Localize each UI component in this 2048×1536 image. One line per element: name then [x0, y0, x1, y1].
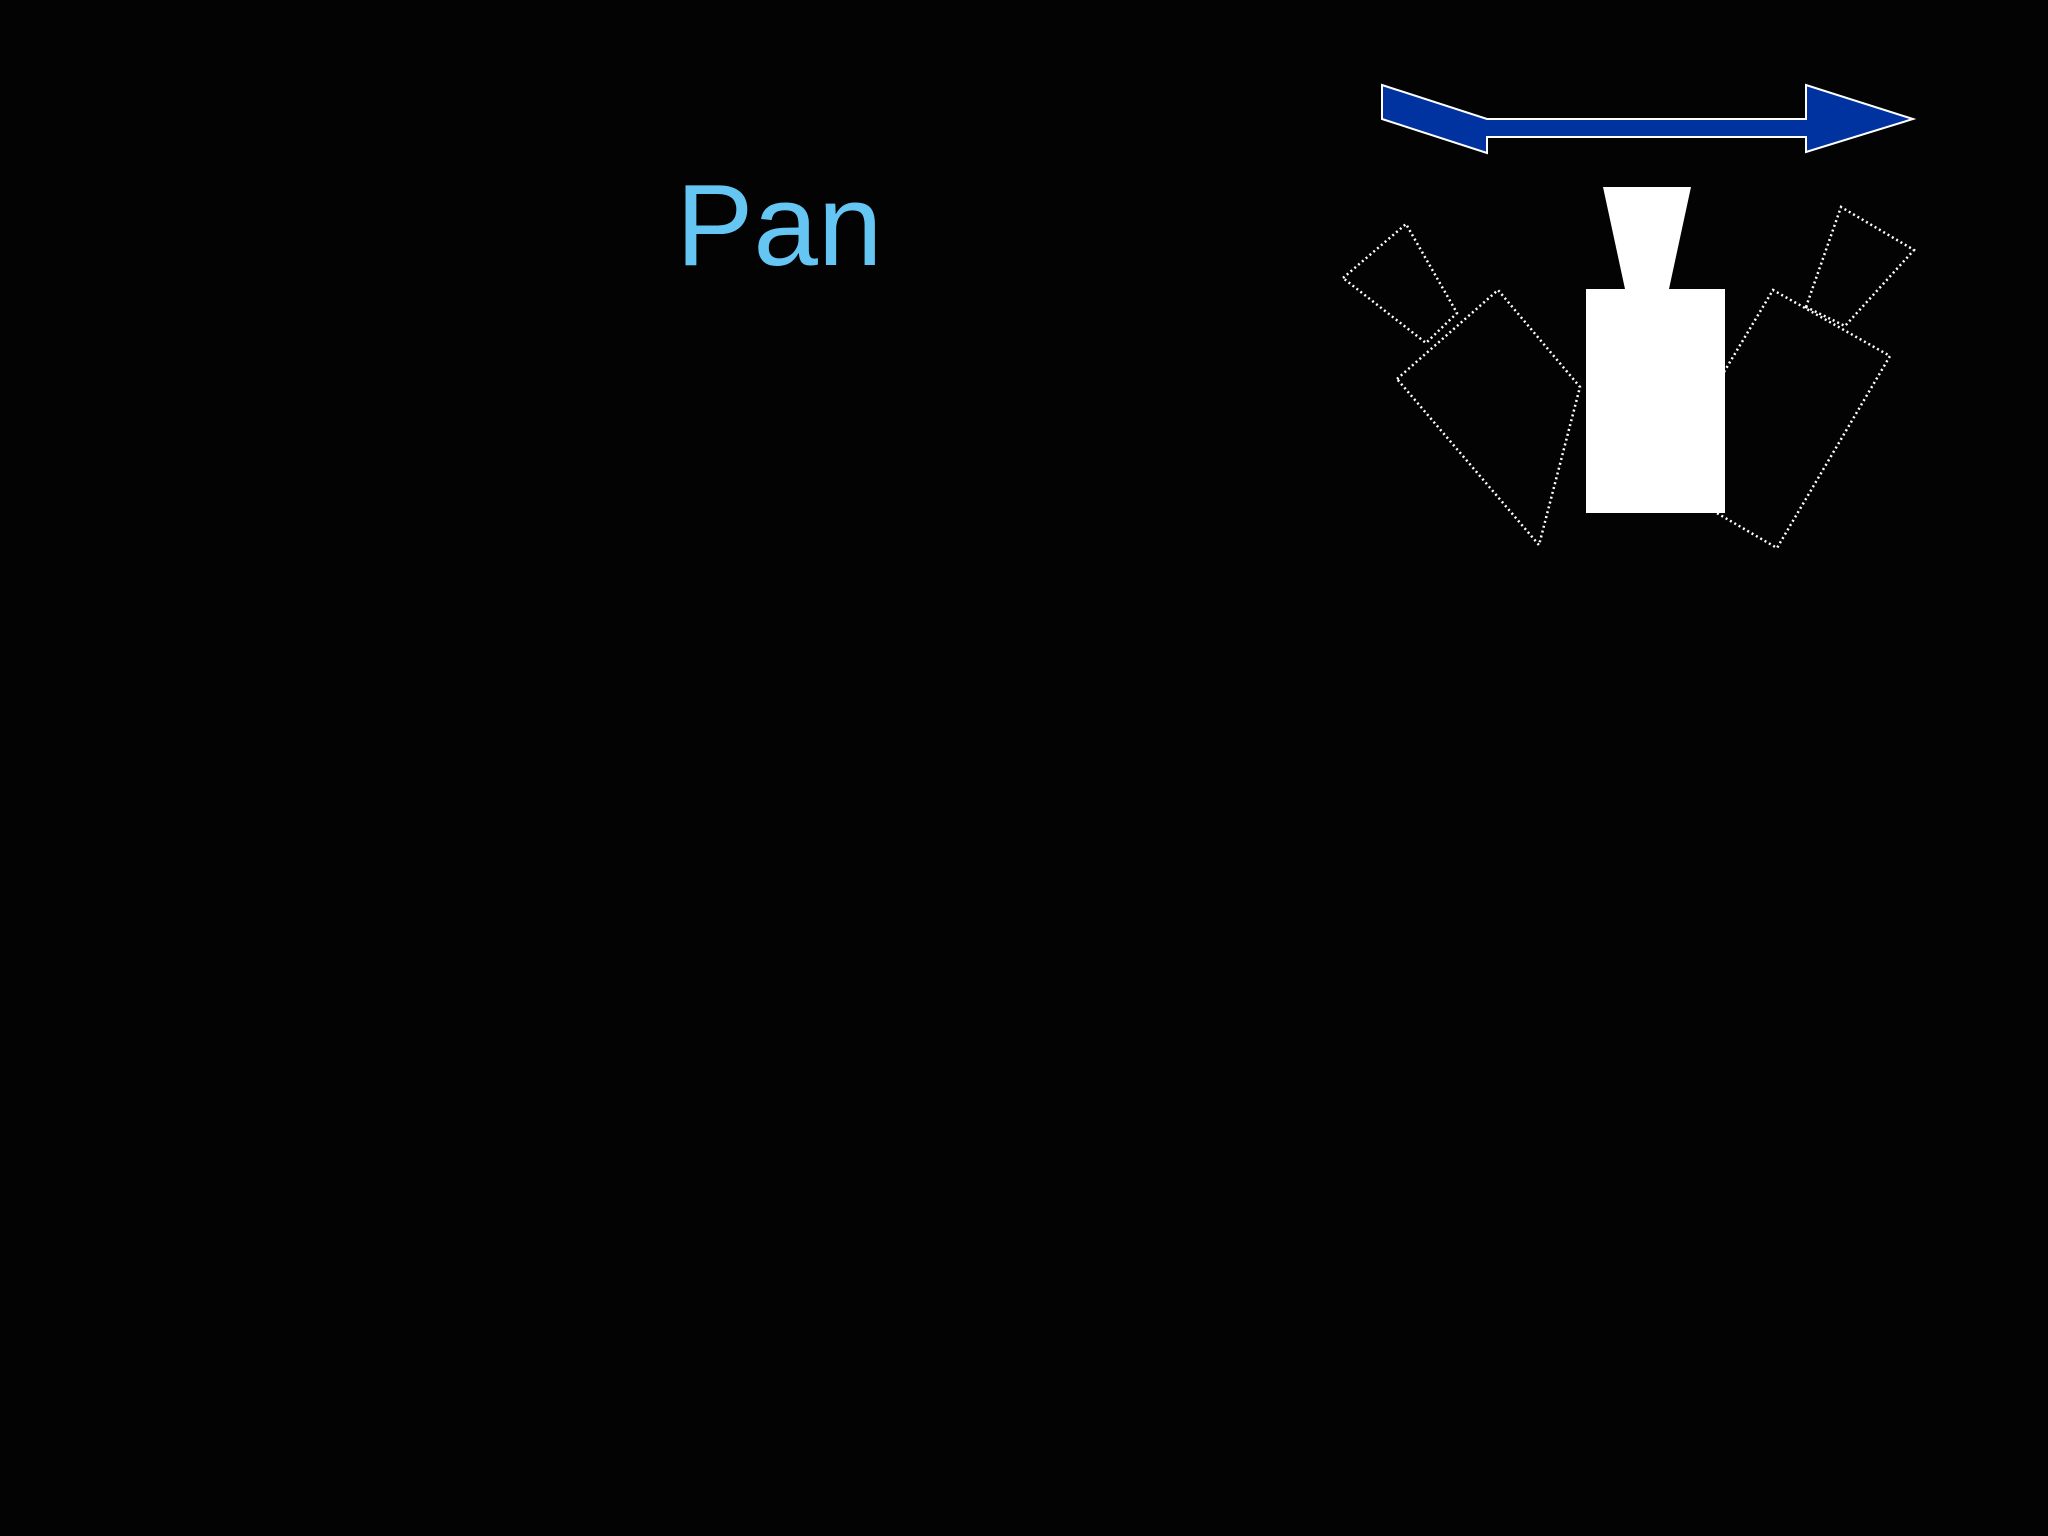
pan-direction-arrow-icon [1381, 83, 1917, 155]
camera-right-body [1713, 288, 1892, 550]
camera-center-icon [1586, 187, 1725, 513]
camera-center-body [1586, 289, 1725, 513]
camera-left-ghost-icon [1341, 222, 1582, 548]
camera-right-ghost-icon [1713, 205, 1916, 550]
camera-left-body [1395, 288, 1582, 548]
camera-left-lens [1341, 222, 1459, 345]
camera-center-lens [1603, 187, 1691, 289]
camera-right-lens [1804, 205, 1916, 328]
slide-title: Pan [676, 160, 883, 290]
